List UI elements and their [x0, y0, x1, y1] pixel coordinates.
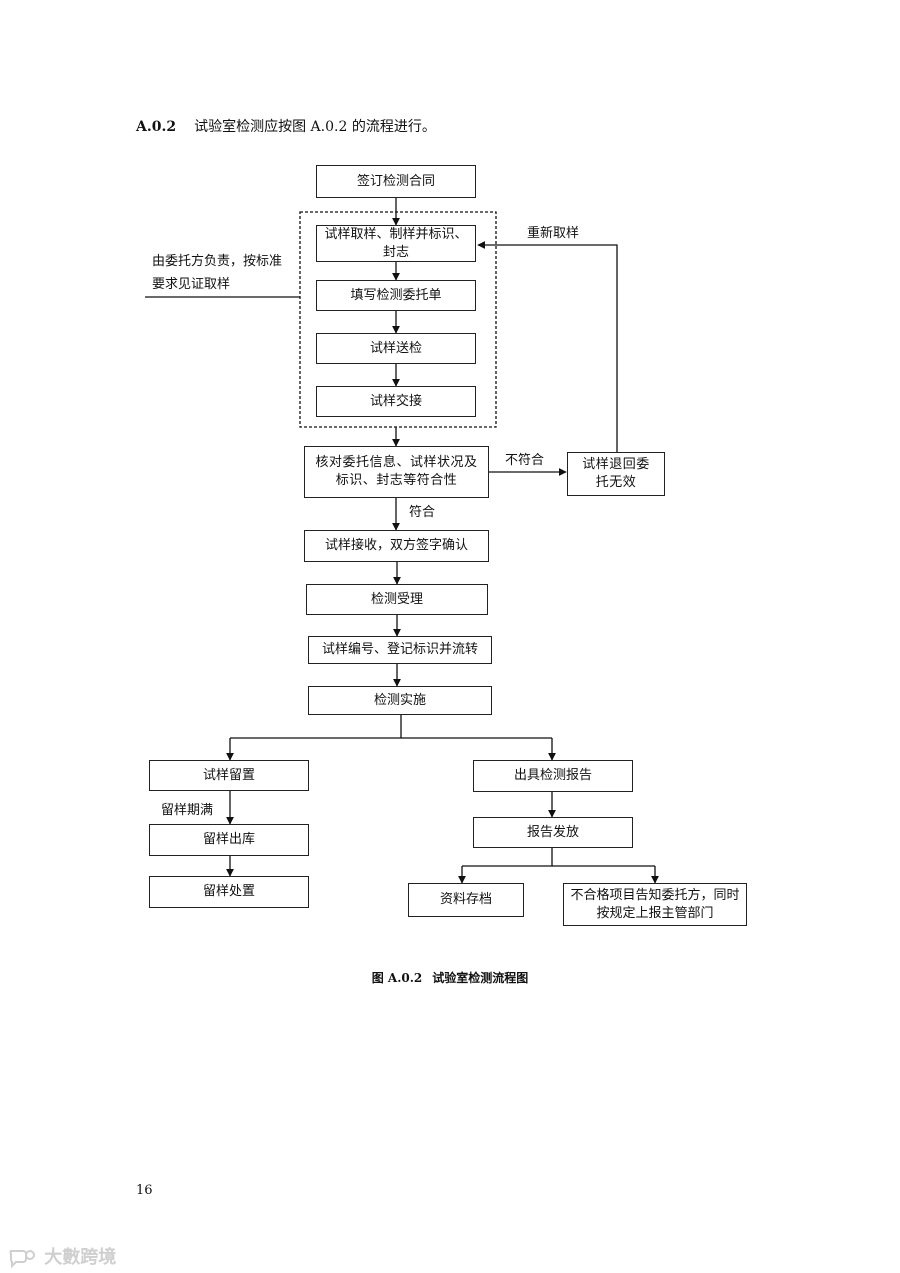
- caption-title: 试验室检测流程图: [432, 971, 529, 985]
- arrow-resample: [477, 241, 618, 452]
- box-report-release: 报告发放: [473, 817, 633, 848]
- page-number: 16: [136, 1183, 153, 1198]
- label-client-responsible: 由委托方负责，按标准要求见证取样: [152, 254, 283, 292]
- figure-caption: 图 A.0.2 试验室检测流程图: [0, 969, 900, 986]
- label-conforming: 符合: [409, 505, 436, 520]
- box-notify: 不合格项目告知委托方，同时按规定上报主管部门: [563, 883, 747, 926]
- chat-bubble-logo-icon: [9, 1250, 35, 1268]
- section-heading: A.0.2 试验室检测应按图 A.0.2 的流程进行。: [136, 118, 436, 136]
- label-nonconforming: 不符合: [505, 453, 545, 468]
- label-retention-expired: 留样期满: [161, 803, 214, 818]
- box-accept: 检测受理: [306, 584, 488, 615]
- box-number-register: 试样编号、登记标识并流转: [308, 636, 492, 664]
- box-send-sample: 试样送检: [316, 333, 476, 364]
- box-sampling: 试样取样、制样并标识、封志: [316, 225, 476, 262]
- section-number: A.0.2: [136, 119, 177, 135]
- box-fill-form: 填写检测委托单: [316, 280, 476, 311]
- box-retained-dispose: 留样处置: [149, 876, 309, 908]
- box-hand-over: 试样交接: [316, 386, 476, 417]
- branch-line-perform: [230, 715, 402, 739]
- box-verify: 核对委托信息、试样状况及标识、封志等符合性: [304, 446, 489, 498]
- box-return-invalid: 试样退回委托无效: [567, 452, 665, 496]
- box-perform: 检测实施: [308, 686, 492, 715]
- watermark: 大數跨境: [8, 1243, 116, 1269]
- sampling-group-frame: [299, 211, 497, 428]
- label-resample: 重新取样: [527, 226, 580, 241]
- box-issue-report: 出具检测报告: [473, 760, 633, 792]
- box-retain: 试样留置: [149, 760, 309, 791]
- box-sign-contract: 签订检测合同: [316, 165, 476, 198]
- box-retained-out: 留样出库: [149, 824, 309, 856]
- box-archive: 资料存档: [408, 883, 524, 917]
- watermark-text: 大數跨境: [44, 1247, 117, 1268]
- section-text: 试验室检测应按图 A.0.2 的流程进行。: [194, 119, 436, 135]
- caption-prefix: 图 A.0.2: [371, 971, 423, 985]
- box-receive-confirm: 试样接收，双方签字确认: [304, 530, 489, 562]
- branch-line-release: [462, 848, 553, 867]
